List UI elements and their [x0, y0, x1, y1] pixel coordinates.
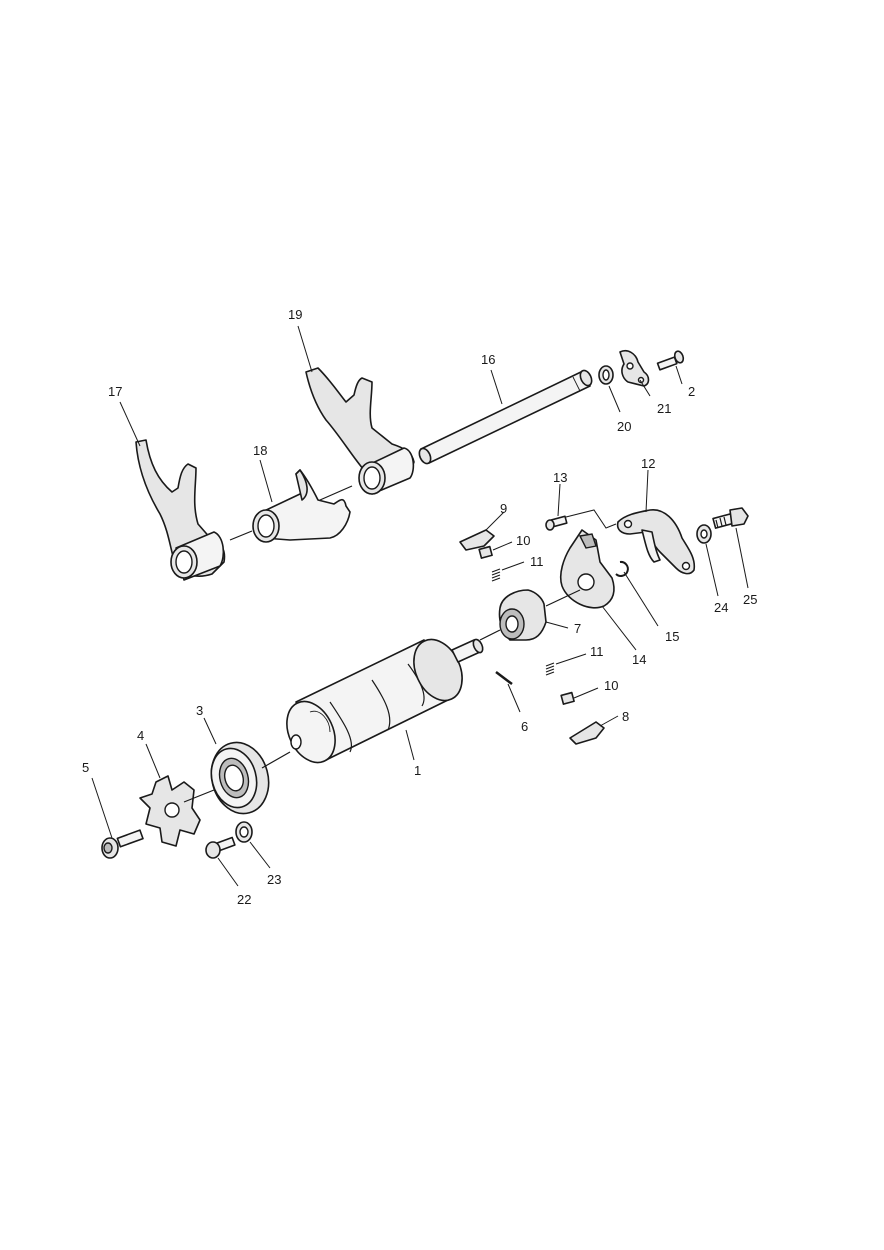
part-16-fork-shaft [418, 369, 593, 465]
part-20-washer [598, 365, 614, 385]
part-24-washer [696, 524, 712, 544]
part-7-drum-end-cam [498, 589, 581, 641]
callout-24: 24 [714, 600, 728, 615]
part-18-shift-fork [252, 469, 351, 543]
callout-12: 12 [641, 456, 655, 471]
callout-2: 2 [688, 384, 695, 399]
callout-16: 16 [481, 352, 495, 367]
part-4-index-star [139, 775, 201, 847]
callout-13: 13 [553, 470, 567, 485]
callout-19: 19 [288, 307, 302, 322]
callout-1: 1 [414, 763, 421, 778]
callout-11b: 11 [590, 644, 604, 659]
part-11-spring-lower [545, 662, 555, 676]
part-10-roller-lower [560, 691, 575, 705]
part-8-detent-arm [569, 721, 605, 745]
part-2-screw [656, 350, 685, 371]
part-17-shift-fork [135, 439, 226, 581]
part-12-detent-plate [616, 509, 696, 575]
part-22-screw [205, 836, 236, 859]
part-14-cam-plate [559, 529, 615, 609]
callout-8: 8 [622, 709, 629, 724]
callout-21: 21 [657, 401, 671, 416]
part-23-washer [235, 821, 253, 843]
part-3-bearing [210, 741, 270, 815]
callout-7: 7 [574, 621, 581, 636]
callout-18: 18 [253, 443, 267, 458]
callout-3: 3 [196, 703, 203, 718]
callout-23: 23 [267, 872, 281, 887]
part-11-spring-upper [491, 568, 501, 582]
callout-17: 17 [108, 384, 122, 399]
part-6-pin [495, 671, 513, 685]
callout-15: 15 [665, 629, 679, 644]
callout-11a: 11 [530, 554, 544, 569]
callout-labels: 17 18 19 16 20 21 2 9 10 11 13 12 24 25 … [82, 307, 757, 907]
part-10-roller-upper [478, 545, 493, 559]
callout-22: 22 [237, 892, 251, 907]
callout-20: 20 [617, 419, 631, 434]
callout-14: 14 [632, 652, 646, 667]
part-13-screw [545, 515, 568, 531]
callout-4: 4 [137, 728, 144, 743]
leader-lines [91, 325, 749, 887]
part-25-bolt [712, 507, 749, 529]
callout-10b: 10 [604, 678, 618, 693]
part-1-selector-drum [286, 638, 484, 764]
callout-10a: 10 [516, 533, 530, 548]
callout-9: 9 [500, 501, 507, 516]
part-15-circlip [615, 560, 629, 577]
part-21-retaining-plate [619, 349, 650, 387]
part-9-detent-arm [459, 529, 495, 551]
callout-6: 6 [521, 719, 528, 734]
part-5-bolt [101, 829, 144, 859]
callout-5: 5 [82, 760, 89, 775]
callout-25: 25 [743, 592, 757, 607]
part-19-shift-fork [305, 367, 415, 495]
